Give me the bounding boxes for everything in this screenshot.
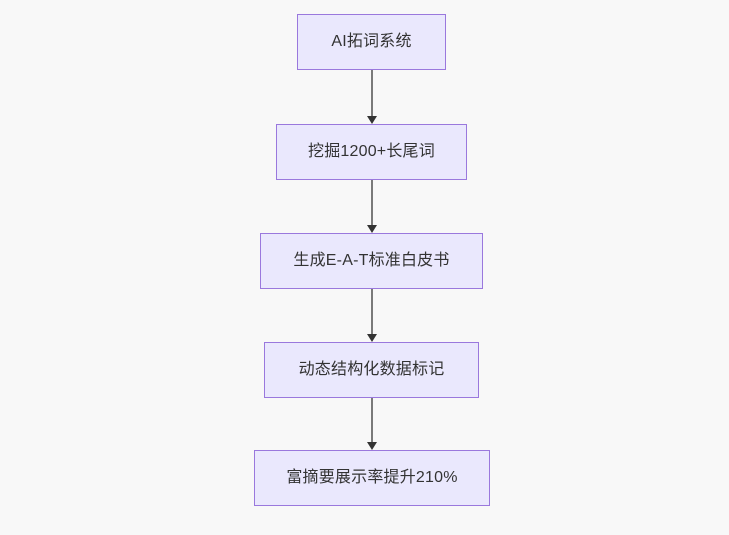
flow-node-label: 动态结构化数据标记: [298, 361, 445, 378]
flow-node-label: 生成E-A-T标准白皮书: [293, 252, 450, 269]
flow-node-label: 挖掘1200+长尾词: [308, 143, 435, 160]
flow-edge: [365, 70, 379, 124]
flow-node[interactable]: 挖掘1200+长尾词: [276, 124, 467, 180]
flow-node[interactable]: 富摘要展示率提升210%: [254, 450, 490, 506]
flow-edge: [365, 398, 379, 450]
flow-edge: [365, 289, 379, 342]
flow-node[interactable]: AI拓词系统: [297, 14, 446, 70]
flow-node-label: AI拓词系统: [331, 33, 412, 50]
flow-node[interactable]: 动态结构化数据标记: [264, 342, 479, 398]
flow-edge: [365, 180, 379, 233]
flow-node[interactable]: 生成E-A-T标准白皮书: [260, 233, 483, 289]
flow-node-label: 富摘要展示率提升210%: [286, 469, 458, 486]
